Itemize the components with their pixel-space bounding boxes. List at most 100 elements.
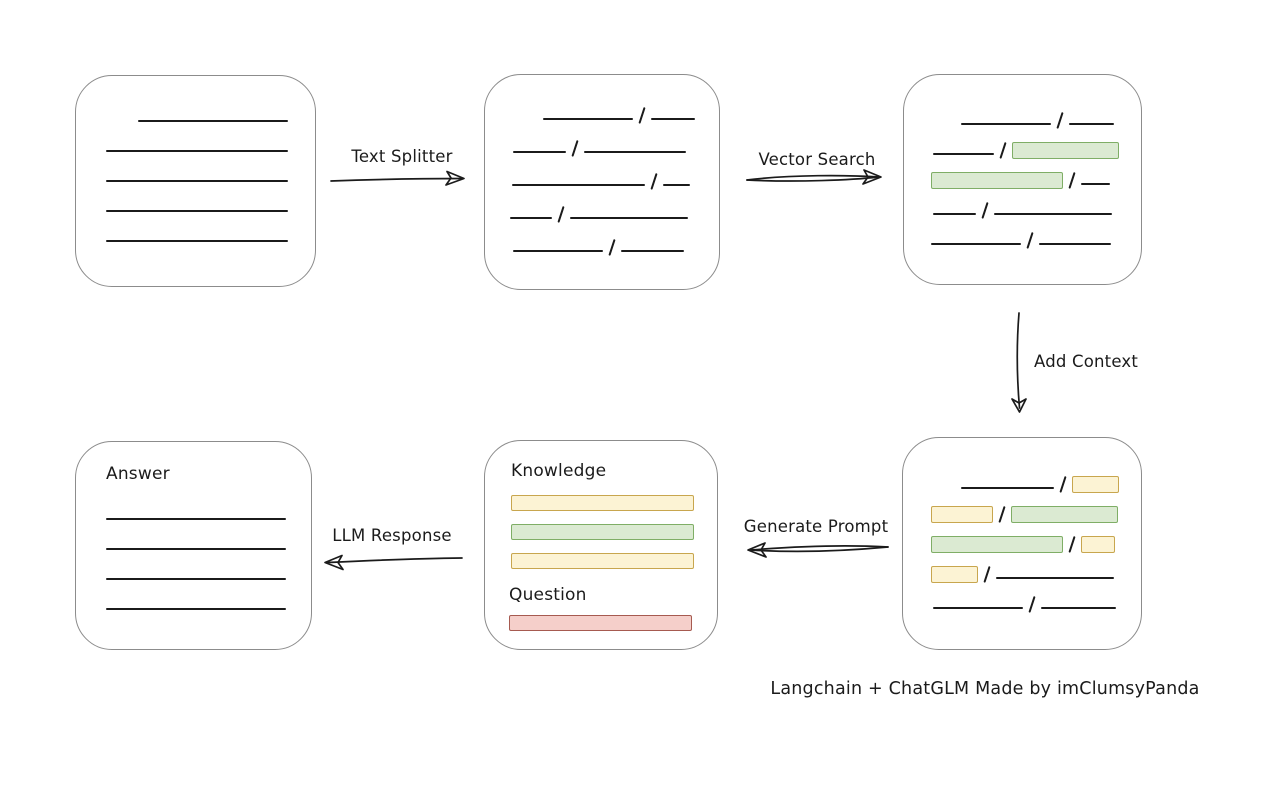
- yellow-bar: [511, 553, 694, 569]
- knowledge-label: Knowledge: [511, 461, 607, 481]
- question-label: Question: [509, 585, 587, 605]
- slash-separator: [608, 239, 616, 256]
- chunk-row: [931, 197, 1119, 219]
- slash-separator: [1068, 536, 1076, 553]
- document-text-lines: [106, 120, 288, 242]
- split-chunk-rows: [506, 102, 696, 256]
- green-chunk: [931, 172, 1063, 189]
- text-line: [931, 243, 1021, 245]
- text-line: [584, 151, 687, 153]
- red-bar: [509, 615, 692, 631]
- chunk-row: [931, 107, 1119, 129]
- text-line: [651, 118, 696, 120]
- text-splitter-arrow: [330, 170, 465, 186]
- chunk-row: [931, 561, 1119, 583]
- text-line: [933, 153, 994, 155]
- llm-response-arrow: [324, 554, 463, 571]
- knowledge-bars: [511, 495, 694, 569]
- node-prompt: Knowledge Question: [484, 440, 718, 650]
- slash-separator: [983, 566, 991, 583]
- text-line: [663, 184, 691, 186]
- text-line: [621, 250, 685, 252]
- text-line: [1041, 607, 1117, 609]
- text-line: [138, 120, 288, 122]
- chunk-row: [931, 501, 1119, 523]
- chunk-row: [931, 137, 1120, 159]
- chunk-row: [506, 234, 695, 256]
- chunk-row: [931, 591, 1119, 613]
- text-line: [512, 184, 645, 186]
- chunk-row: [931, 471, 1120, 493]
- text-line: [510, 217, 552, 219]
- slash-separator: [650, 173, 658, 190]
- answer-text-lines: [106, 518, 286, 610]
- chunk-row: [506, 102, 696, 124]
- green-chunk: [1012, 142, 1120, 159]
- add-context-arrow: [1011, 312, 1027, 413]
- text-line: [513, 151, 566, 153]
- slash-separator: [1059, 476, 1067, 493]
- llm-response-arrow-label: LLM Response: [332, 526, 452, 545]
- text-line: [961, 123, 1051, 125]
- slash-separator: [998, 506, 1006, 523]
- text-line: [106, 210, 288, 212]
- answer-label: Answer: [106, 464, 170, 484]
- vector-search-arrow-label: Vector Search: [758, 150, 876, 169]
- context-chunk-rows: [931, 471, 1120, 613]
- text-line: [106, 150, 288, 152]
- slash-separator: [638, 107, 646, 124]
- text-line: [933, 213, 976, 215]
- yellow-bar: [511, 495, 694, 511]
- chunk-row: [506, 135, 695, 157]
- diagram-caption: Langchain + ChatGLM Made by imClumsyPand…: [770, 679, 1200, 699]
- yellow-chunk: [1072, 476, 1120, 493]
- text-line: [513, 250, 603, 252]
- text-line: [106, 518, 286, 520]
- green-chunk: [1011, 506, 1119, 523]
- yellow-chunk: [931, 566, 978, 583]
- slash-separator: [981, 202, 989, 219]
- chunk-row: [931, 167, 1119, 189]
- vector-search-arrow: [746, 169, 882, 185]
- text-line: [994, 213, 1113, 215]
- chunk-row: [931, 227, 1119, 249]
- slash-separator: [1056, 112, 1064, 129]
- green-bar: [511, 524, 694, 540]
- slash-separator: [571, 140, 579, 157]
- chunk-row: [931, 531, 1119, 553]
- node-context-chunks: [902, 437, 1142, 650]
- generate-prompt-arrow: [747, 542, 889, 558]
- text-line: [106, 608, 286, 610]
- text-line: [1069, 123, 1115, 125]
- green-chunk: [931, 536, 1063, 553]
- node-split-chunks: [484, 74, 720, 290]
- slash-separator: [999, 142, 1007, 159]
- chunk-row: [506, 168, 695, 190]
- text-splitter-arrow-label: Text Splitter: [351, 147, 453, 166]
- matched-chunk-rows: [931, 107, 1120, 249]
- text-line: [933, 607, 1023, 609]
- text-line: [996, 577, 1115, 579]
- slash-separator: [557, 206, 565, 223]
- slash-separator: [1068, 172, 1076, 189]
- text-line: [1039, 243, 1112, 245]
- slash-separator: [1026, 232, 1034, 249]
- add-context-arrow-label: Add Context: [1034, 352, 1139, 371]
- generate-prompt-arrow-label: Generate Prompt: [743, 517, 889, 536]
- question-bars: [509, 615, 692, 631]
- text-line: [106, 578, 286, 580]
- text-line: [570, 217, 689, 219]
- text-line: [1081, 183, 1111, 185]
- node-matched-chunks: [903, 74, 1142, 285]
- text-line: [543, 118, 633, 120]
- text-line: [106, 548, 286, 550]
- node-source-document: [75, 75, 316, 287]
- text-line: [106, 240, 288, 242]
- text-line: [106, 180, 288, 182]
- chunk-row: [506, 201, 695, 223]
- yellow-chunk: [931, 506, 993, 523]
- slash-separator: [1028, 596, 1036, 613]
- text-line: [961, 487, 1054, 489]
- yellow-chunk: [1081, 536, 1116, 553]
